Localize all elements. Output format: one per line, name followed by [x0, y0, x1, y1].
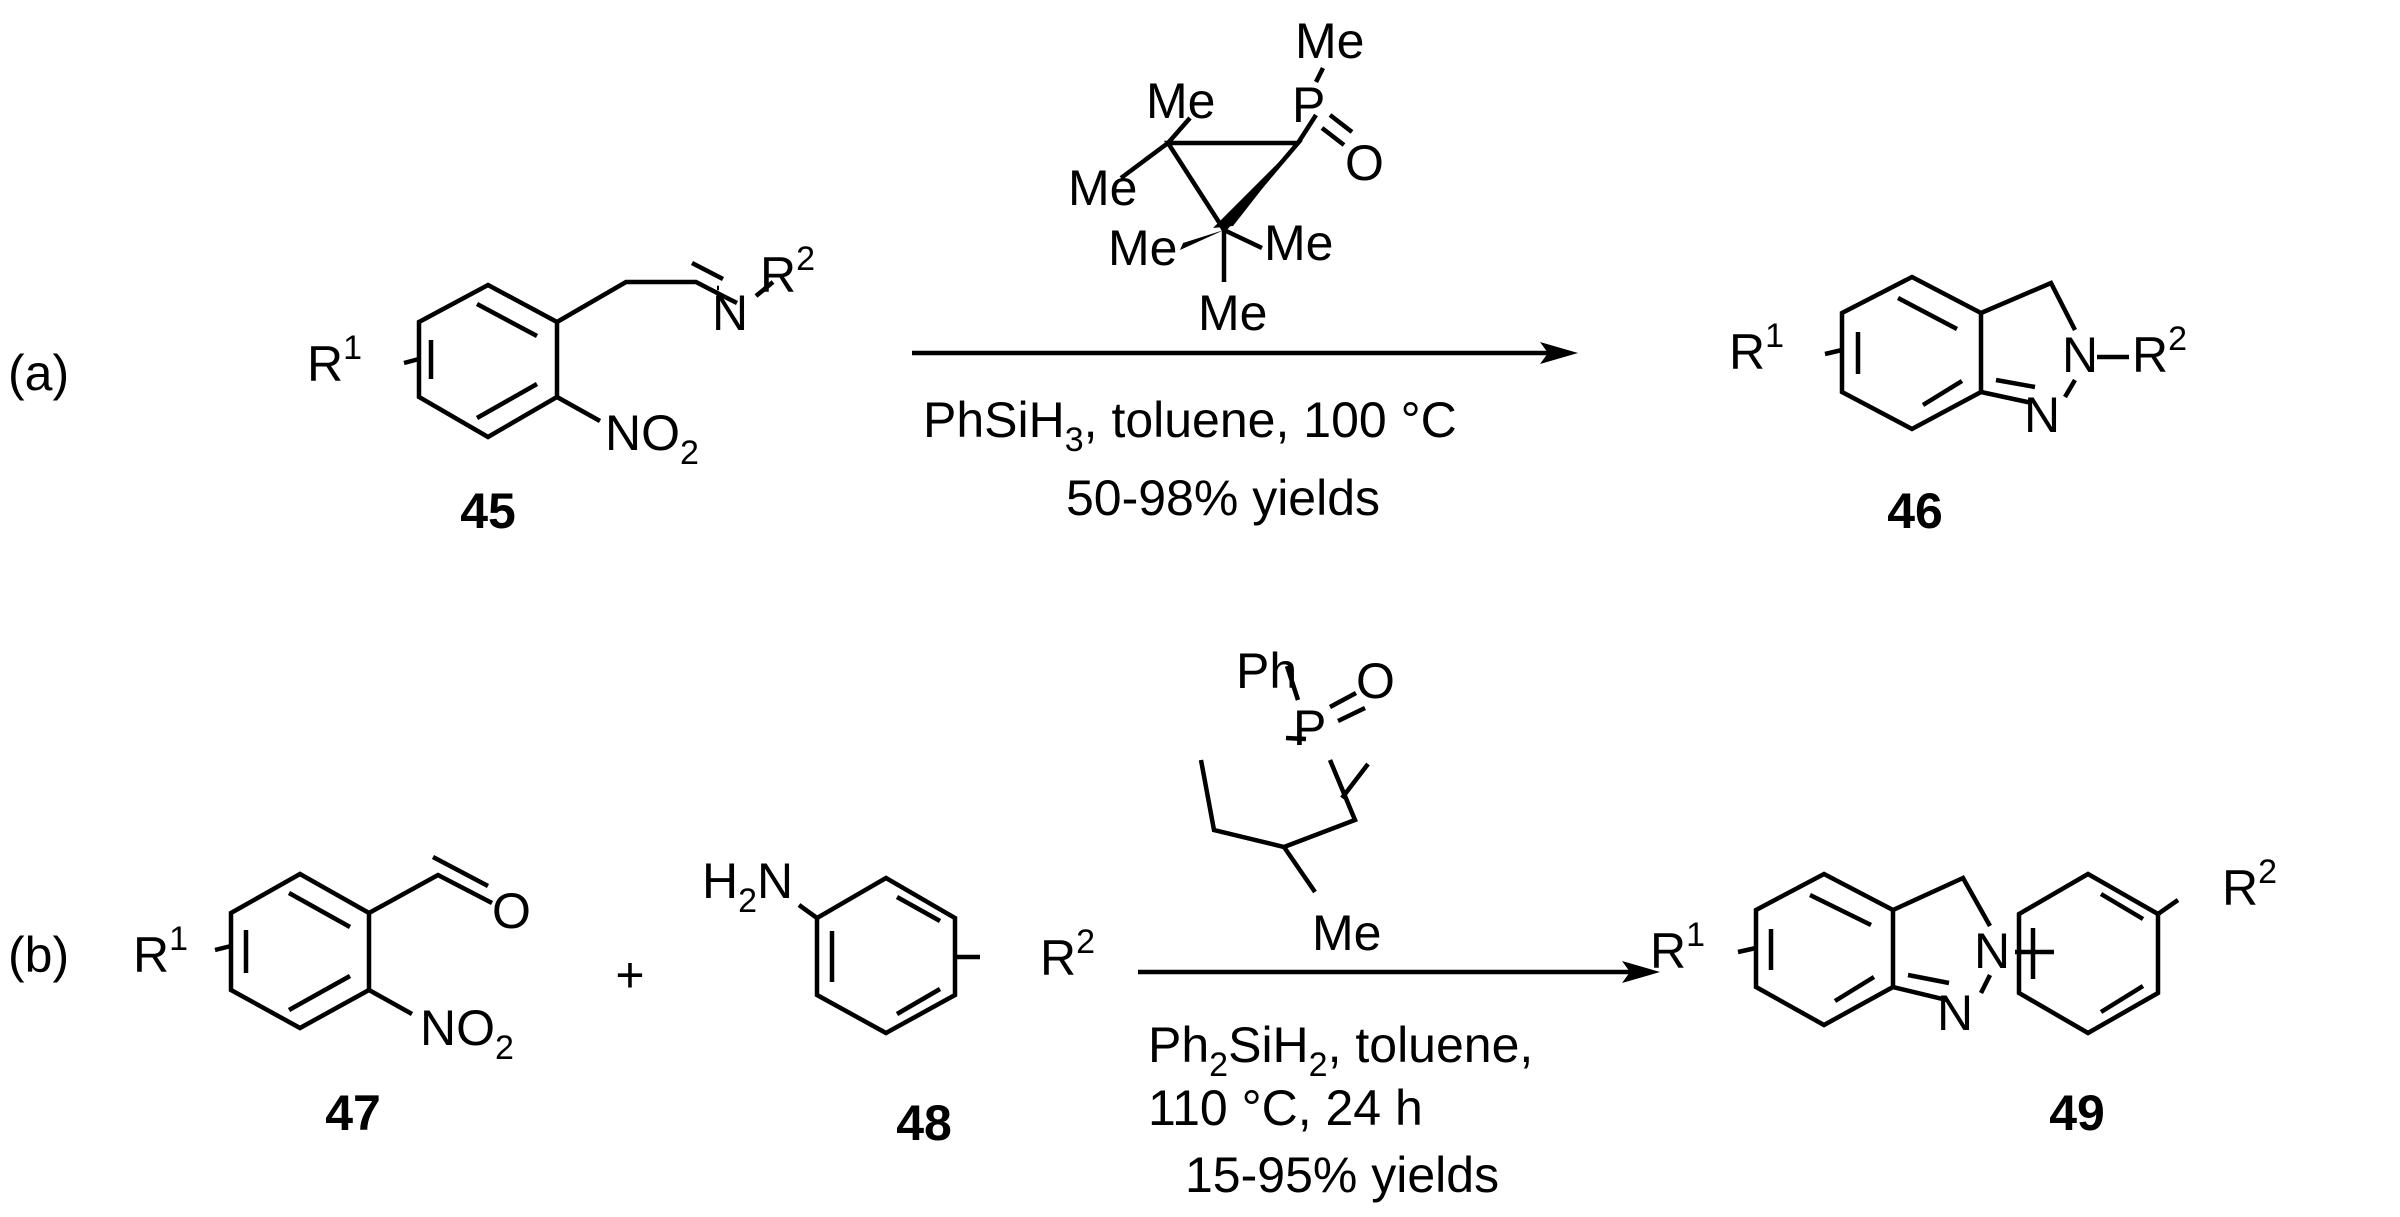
benzene-ring-48 [814, 875, 958, 1036]
svg-text:R2: R2 [2132, 320, 2187, 383]
svg-text:NO2: NO2 [420, 1000, 514, 1067]
svg-text:R1: R1 [1650, 916, 1705, 979]
catalyst-b-phospholene-oxide: Ph P O Me [1198, 643, 1395, 961]
aldehyde-bonds [367, 855, 494, 915]
nitrogen-2: N [1974, 923, 2010, 979]
phenyl-label: Ph [1236, 643, 1297, 699]
panel-b-label: (b) [8, 927, 69, 983]
compound-46: R1 N R2 N 46 [1729, 274, 2187, 539]
catalyst-a-phosphetane-oxide: Me Me Me Me Me Me P O [1068, 13, 1384, 341]
me-label: Me [1264, 215, 1333, 271]
svg-text:R2: R2 [1040, 923, 1095, 986]
compound-number-49: 49 [2049, 1085, 2105, 1141]
r2-label: R [1040, 930, 1076, 986]
me-label: Me [1108, 220, 1177, 276]
oxygen-label: O [1356, 653, 1395, 709]
conditions-b-yield: 15-95% yields [1185, 1147, 1499, 1203]
pyrazole-ring-46 [1980, 280, 2078, 406]
reaction-arrow-a [912, 342, 1578, 364]
me-label: Me [1068, 160, 1137, 216]
compound-number-47: 47 [325, 1085, 381, 1141]
compound-48: H2N R2 48 [702, 853, 1095, 1151]
r1-label: R [133, 927, 169, 983]
imine-n: N [712, 285, 748, 341]
amine-h: H [702, 853, 738, 909]
svg-text:R2: R2 [2222, 853, 2277, 916]
r2-label: R [760, 247, 796, 303]
reaction-arrow-b [1138, 961, 1660, 983]
phosphorus-label: P [1293, 700, 1326, 756]
oxygen-label: O [492, 883, 531, 939]
r2-label: R [2132, 327, 2168, 383]
benzene-ring-46 [1839, 274, 1984, 432]
nitrogen-1: N [1937, 985, 1973, 1041]
me-label: Me [1146, 73, 1215, 129]
conditions-a-yield: 50-98% yields [1066, 470, 1380, 526]
compound-47: R1 O NO2 47 [133, 855, 531, 1141]
compound-49: R1 N N R2 49 [1650, 853, 2277, 1141]
phosphorus-label: P [1292, 77, 1325, 133]
me-label: Me [1198, 285, 1267, 341]
pyrazole-ring-49 [1892, 875, 1993, 1003]
svg-text:R1: R1 [1729, 317, 1784, 380]
plus-sign: + [615, 947, 644, 1003]
benzene-ring-49 [1753, 871, 1896, 1028]
compound-45: R1 N R2 NO2 45 [307, 240, 815, 539]
conditions-b-line1: Ph2SiH2, toluene, [1148, 1017, 1533, 1084]
r1-label: R [307, 336, 343, 392]
r1-label: R [1650, 923, 1686, 979]
oxygen-label: O [1345, 135, 1384, 191]
compound-number-45: 45 [460, 483, 516, 539]
r1-label: R [1729, 324, 1765, 380]
me-label: Me [1295, 13, 1364, 69]
svg-text:R2: R2 [760, 240, 815, 303]
svg-text:NO2: NO2 [605, 405, 699, 472]
panel-a-label: (a) [8, 345, 69, 401]
r2-label: R [2222, 860, 2258, 916]
nitrogen-2: N [2062, 327, 2098, 383]
conditions-a-reagents: PhSiH3, toluene, 100 °C [923, 392, 1457, 459]
svg-text:R1: R1 [133, 920, 188, 983]
nitro-label: NO [605, 405, 680, 461]
compound-number-48: 48 [896, 1095, 952, 1151]
imine-bonds [555, 261, 727, 324]
me-label: Me [1312, 905, 1381, 961]
conditions-b-line2: 110 °C, 24 h [1148, 1080, 1423, 1136]
svg-text:H2N: H2N [702, 853, 793, 920]
nitro-label: NO [420, 1000, 495, 1056]
svg-text:R1: R1 [307, 329, 362, 392]
compound-number-46: 46 [1887, 483, 1943, 539]
nitrogen-1: N [2024, 387, 2060, 443]
